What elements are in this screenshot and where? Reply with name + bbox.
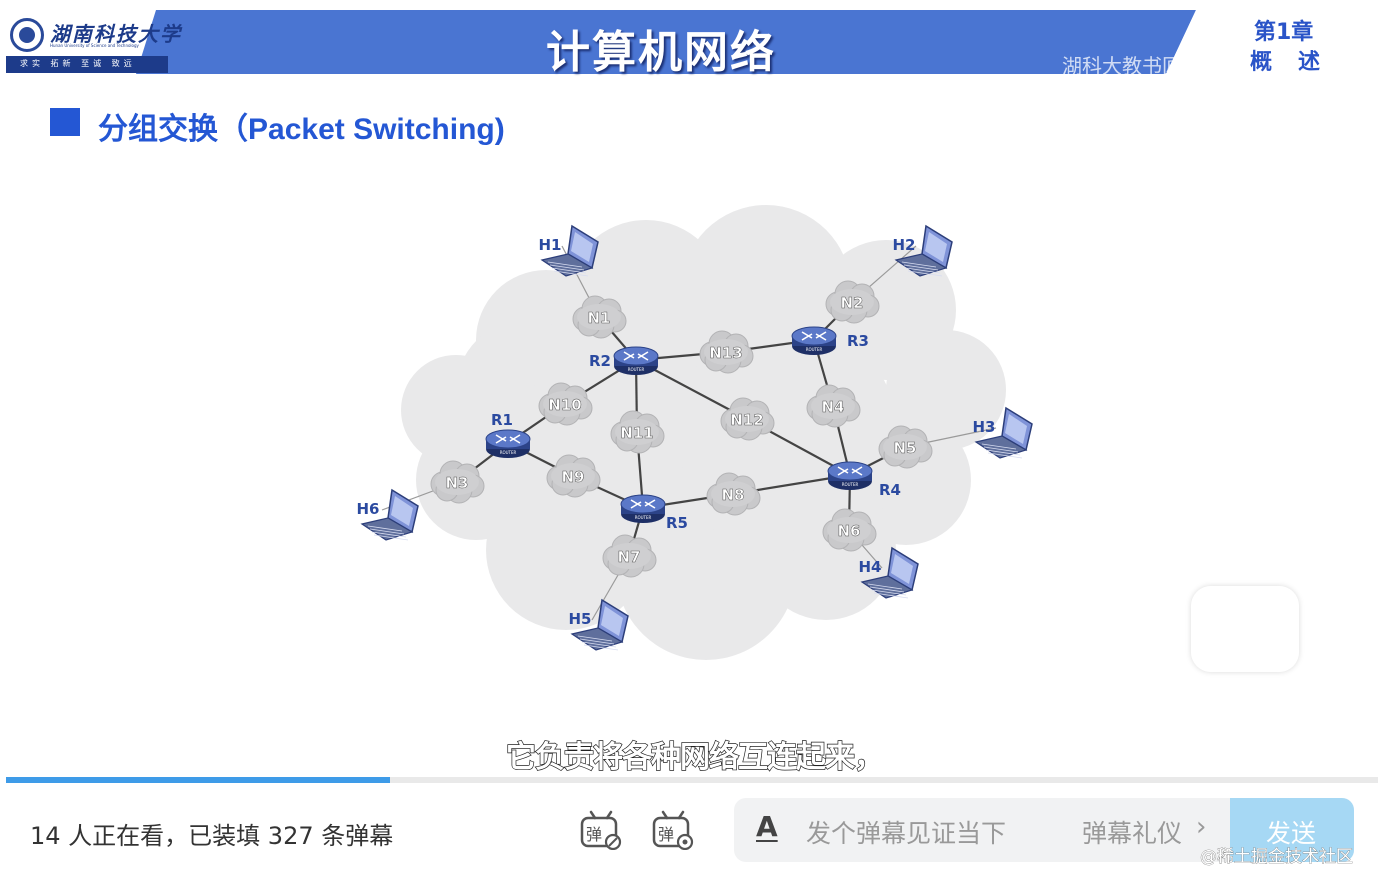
- lecturer-watermark: 湖科大教书匠: [1062, 54, 1182, 78]
- progress-bar[interactable]: [6, 777, 1378, 783]
- network-cloud-n3: N3: [430, 460, 485, 504]
- router-r2: ROUTER R2: [589, 346, 659, 375]
- chapter-subtitle: 概述: [1250, 50, 1347, 75]
- host-h2-laptop-icon: H2: [893, 224, 953, 277]
- network-label-n12: N12: [730, 411, 763, 429]
- play-icon: [1233, 612, 1263, 648]
- network-cloud-n8: N8: [706, 472, 761, 516]
- university-logo: 湖南科技大学 Hunan University of Science and T…: [6, 10, 184, 74]
- network-label-n6: N6: [838, 522, 861, 540]
- network-label-n1: N1: [588, 309, 611, 327]
- section-title: 分组交换（Packet Switching): [98, 113, 505, 146]
- danmaku-toggle-icon[interactable]: 弹: [580, 810, 622, 850]
- motto-strip: 求实 拓新 至诚 致远: [6, 56, 168, 73]
- play-button-ears: [1221, 568, 1271, 589]
- font-style-icon[interactable]: A: [756, 810, 778, 843]
- host-label-h4: H4: [859, 558, 882, 576]
- send-button[interactable]: 发送: [1230, 798, 1354, 862]
- network-label-n5: N5: [894, 439, 917, 457]
- video-frame[interactable]: 湖南科技大学 Hunan University of Science and T…: [6, 10, 1378, 780]
- router-arrows-icon: [630, 499, 656, 509]
- network-cloud-n11: N11: [610, 410, 665, 454]
- network-label-n8: N8: [722, 486, 745, 504]
- router-r5: ROUTER R5: [620, 494, 688, 532]
- video-subtitle: 它负责将各种网络互连起来，: [505, 739, 884, 775]
- university-name: 湖南科技大学: [50, 22, 182, 46]
- danmaku-bar: 14 人正在看，已装填 327 条弹幕 弹 弹 A 发个弹幕见证当下 弹幕礼仪 …: [0, 786, 1384, 888]
- network-label-n10: N10: [548, 396, 581, 414]
- network-diagram: N1N2N3N4N5N6N7N8N9N10N11N12N13ROUTERR1RO…: [357, 205, 1033, 660]
- network-cloud-n10: N10: [538, 382, 593, 426]
- network-label-n2: N2: [841, 294, 864, 312]
- host-label-h6: H6: [357, 500, 380, 518]
- router-arrows-icon: [623, 351, 649, 361]
- router-arrows-icon: [495, 434, 521, 444]
- network-cloud-n2: N2: [825, 280, 880, 324]
- network-cloud-n5: N5: [878, 425, 933, 469]
- university-name-en: Hunan University of Science and Technolo…: [50, 43, 139, 48]
- network-label-n4: N4: [822, 398, 845, 416]
- router-r3: ROUTER R3: [791, 326, 869, 355]
- host-h5-laptop-icon: H5: [569, 598, 629, 651]
- section-bullet: [50, 108, 80, 136]
- router-label-r3: R3: [847, 332, 869, 350]
- course-title: 计算机网络: [546, 27, 776, 78]
- network-label-n11: N11: [620, 424, 653, 442]
- network-label-n7: N7: [618, 548, 641, 566]
- chevron-right-icon[interactable]: ›: [1196, 812, 1207, 842]
- router-caption: ROUTER: [628, 367, 645, 372]
- send-button-label: 发送: [1266, 819, 1317, 848]
- svg-text:弹: 弹: [658, 825, 674, 844]
- router-caption: ROUTER: [635, 515, 652, 520]
- slide-banner: [136, 10, 1378, 74]
- router-arrows-icon: [837, 466, 863, 476]
- router-caption: ROUTER: [842, 482, 859, 487]
- router-r1: ROUTER R1: [485, 411, 531, 458]
- chapter-label: 第1章: [1254, 20, 1314, 45]
- play-button[interactable]: [1191, 586, 1299, 672]
- network-cloud-n9: N9: [546, 454, 601, 498]
- progress-fill: [6, 777, 391, 783]
- network-cloud-n1: N1: [572, 295, 627, 339]
- host-label-h2: H2: [893, 236, 916, 254]
- danmaku-input-placeholder[interactable]: 发个弹幕见证当下: [806, 819, 1007, 848]
- router-label-r2: R2: [589, 352, 611, 370]
- router-caption: ROUTER: [806, 347, 823, 352]
- viewer-count: 14 人正在看，已装填 327 条弹幕: [30, 822, 394, 850]
- network-label-n13: N13: [709, 344, 742, 362]
- network-cloud-n13: N13: [699, 330, 754, 374]
- network-cloud-n12: N12: [720, 397, 775, 441]
- host-label-h1: H1: [539, 236, 562, 254]
- network-label-n3: N3: [446, 474, 469, 492]
- host-label-h5: H5: [569, 610, 592, 628]
- host-h1-laptop-icon: H1: [539, 224, 599, 277]
- router-label-r4: R4: [879, 481, 901, 499]
- svg-text:弹: 弹: [586, 825, 602, 844]
- university-motto: 求实 拓新 至诚 致远: [20, 59, 136, 68]
- juejin-watermark: @稀土掘金技术社区: [1200, 847, 1354, 868]
- danmaku-settings-icon[interactable]: 弹: [652, 810, 694, 850]
- router-label-r5: R5: [666, 514, 688, 532]
- host-h6-laptop-icon: H6: [357, 488, 419, 541]
- danmaku-etiquette-link[interactable]: 弹幕礼仪: [1082, 819, 1183, 848]
- router-arrows-icon: [801, 331, 827, 341]
- host-h4-laptop-icon: H4: [859, 546, 919, 599]
- host-h3-laptop-icon: H3: [973, 406, 1033, 459]
- network-cloud-n7: N7: [602, 534, 657, 578]
- router-label-r1: R1: [491, 411, 513, 429]
- university-emblem: [10, 18, 44, 52]
- network-label-n9: N9: [562, 468, 585, 486]
- network-cloud-n6: N6: [822, 508, 877, 552]
- host-label-h3: H3: [973, 418, 996, 436]
- network-cloud-n4: N4: [806, 384, 861, 428]
- router-caption: ROUTER: [500, 450, 517, 455]
- router-r4: ROUTER R4: [827, 461, 901, 499]
